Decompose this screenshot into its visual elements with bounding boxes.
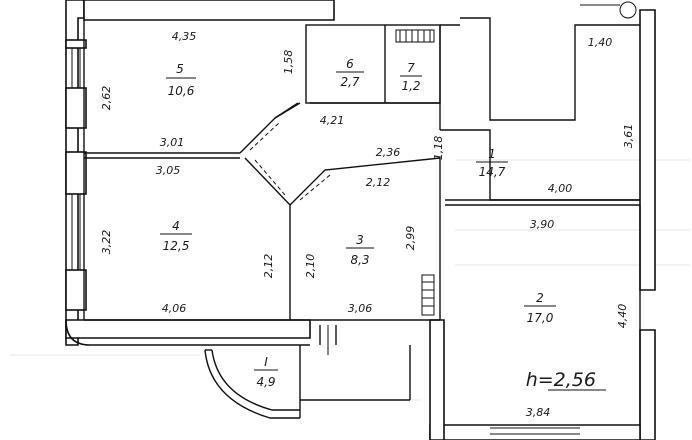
dim-room4-bottom: 4,06: [162, 302, 187, 315]
background-noise: [10, 159, 690, 401]
room-area: 2,7: [340, 75, 359, 89]
dim-room3-bottom: 3,06: [348, 302, 373, 315]
room-2-label: 2 17,0: [524, 291, 556, 325]
ceiling-height: h=2,56: [526, 369, 596, 391]
interior-walls: [83, 17, 641, 425]
room-4-label: 4 12,5: [160, 219, 192, 253]
room-area: 1,2: [401, 79, 420, 93]
dim-room3-right: 2,99: [404, 226, 417, 251]
dim-room4-left: 3,22: [100, 230, 113, 255]
room-1-label: 1 14,7: [476, 147, 508, 179]
room-number: 3: [356, 233, 364, 247]
fixtures: [395, 1, 637, 316]
room-number: 7: [407, 61, 415, 75]
dim-top-right: 1,40: [588, 36, 613, 49]
dim-room4-top: 3,05: [156, 164, 181, 177]
dim-room3-left: 2,10: [304, 254, 317, 279]
room-7-label: 7 1,2: [400, 61, 422, 93]
room-6-label: 6 2,7: [336, 57, 364, 89]
room-number: 2: [536, 291, 544, 305]
room-area: 4,9: [256, 375, 275, 389]
room-number: 4: [172, 219, 180, 233]
dim-corridor-mid: 2,36: [376, 146, 401, 159]
outer-walls: [65, 0, 656, 440]
room-area: 17,0: [527, 311, 554, 325]
room-3-label: 3 8,3: [346, 233, 374, 267]
dim-corridor-right: 3,61: [622, 124, 635, 149]
room-number: 6: [346, 57, 354, 71]
dim-room3-top: 2,12: [366, 176, 391, 189]
dim-room2-bottom: 3,84: [526, 406, 551, 419]
dim-corridor-bottom: 4,00: [548, 182, 573, 195]
balcony-label: I 4,9: [254, 355, 278, 389]
dim-room2-right: 4,40: [616, 304, 629, 329]
dim-room5-height: 2,62: [100, 86, 113, 111]
balcony: [204, 325, 411, 419]
room-area: 12,5: [163, 239, 190, 253]
dim-room4-right: 2,12: [262, 254, 275, 279]
room-area: 8,3: [350, 253, 369, 267]
room-number: I: [264, 355, 268, 369]
dim-room5-right: 1,58: [282, 50, 295, 75]
dim-room5-bottom: 3,01: [160, 136, 185, 149]
room-5-label: 5 10,6: [166, 62, 196, 98]
room-area: 14,7: [479, 165, 506, 179]
room-number: 5: [176, 62, 184, 76]
dim-room5-width: 4,35: [172, 30, 197, 43]
dim-corridor-top: 4,21: [320, 114, 345, 127]
windows: [71, 48, 580, 435]
door-openings: [249, 121, 331, 201]
dim-corridor-side: 1,18: [432, 136, 445, 161]
dim-room2-top: 3,90: [530, 218, 555, 231]
room-area: 10,6: [168, 84, 195, 98]
room-number: 1: [488, 147, 496, 161]
